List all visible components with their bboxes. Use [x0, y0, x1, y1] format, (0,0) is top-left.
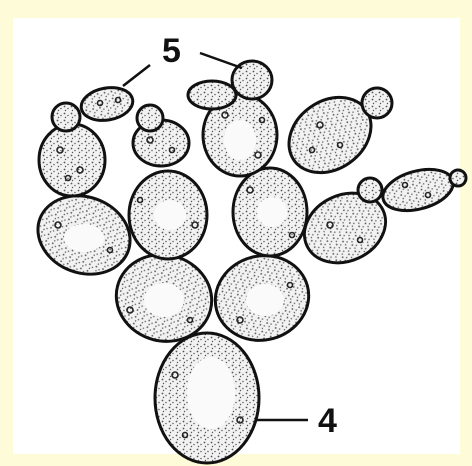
yeast-cell-left-upper — [39, 124, 105, 196]
bud-top-center-left — [188, 81, 236, 109]
vacuole — [64, 224, 104, 252]
vacuole — [257, 197, 287, 227]
vacuole — [154, 200, 186, 230]
vacuole — [144, 283, 184, 317]
vacuole — [187, 357, 235, 429]
yeast-cell-far-right — [378, 162, 457, 217]
bud-top-right — [362, 88, 392, 118]
label-cell: 4 — [318, 402, 337, 440]
bud-right-small — [358, 178, 382, 202]
bud-center — [137, 105, 163, 131]
leader-line-5-left — [123, 65, 150, 86]
vacuole — [224, 120, 256, 160]
leader-line-5-right — [200, 53, 242, 68]
vacuole — [246, 284, 284, 316]
label-buds: 5 — [162, 32, 181, 70]
bud-left — [52, 103, 80, 131]
bud-top-left — [79, 84, 136, 125]
bud-far-right — [450, 170, 466, 186]
